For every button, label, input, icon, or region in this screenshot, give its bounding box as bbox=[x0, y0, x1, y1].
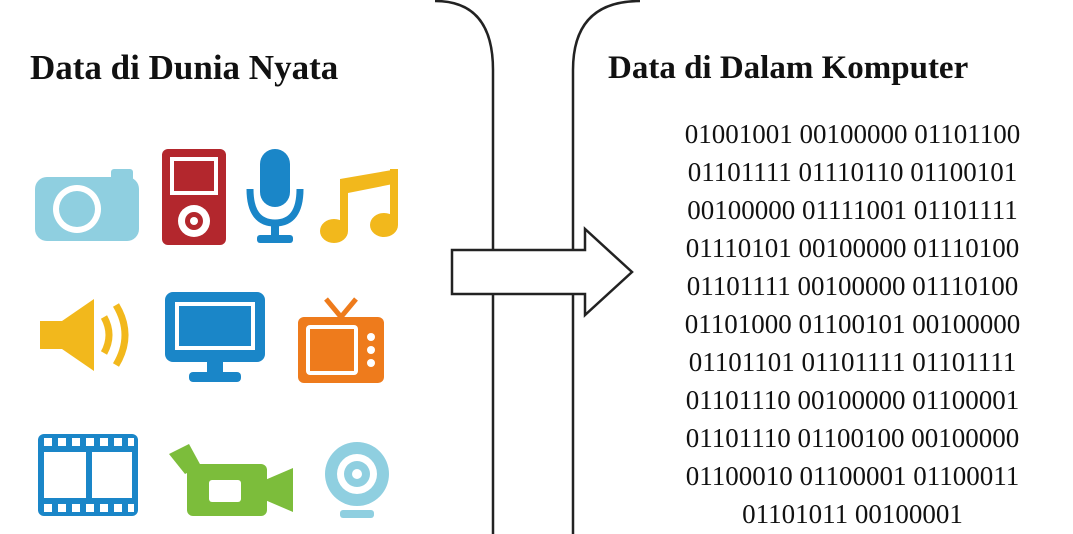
computer-title: Data di Dalam Komputer bbox=[608, 50, 969, 86]
binary-text: 01001001 00100000 01101100 01101111 01110… bbox=[640, 115, 1065, 533]
microphone-icon bbox=[246, 149, 304, 243]
film-strip-icon bbox=[38, 434, 138, 516]
television-icon bbox=[298, 297, 384, 383]
binary-line: 00100000 01111001 01101111 bbox=[687, 195, 1018, 225]
binary-line: 01101110 01100100 00100000 bbox=[685, 423, 1020, 453]
webcam-icon bbox=[325, 442, 389, 518]
video-camera-icon bbox=[169, 444, 293, 516]
binary-line: 01101110 00100000 01100001 bbox=[685, 385, 1020, 415]
binary-line: 01101111 01110110 01100101 bbox=[687, 157, 1018, 187]
music-note-icon bbox=[320, 169, 398, 243]
binary-line: 01101011 00100001 bbox=[742, 499, 963, 529]
real-world-panel bbox=[434, 0, 495, 534]
binary-line: 01101101 01101111 01101111 bbox=[688, 347, 1017, 377]
speaker-icon bbox=[40, 299, 129, 371]
real-world-title: Data di Dunia Nyata bbox=[30, 48, 339, 87]
arrow-icon bbox=[450, 226, 634, 318]
binary-line: 01110101 00100000 01110100 bbox=[685, 233, 1020, 263]
mp3-player-icon bbox=[162, 149, 226, 245]
binary-line: 01101000 01100101 00100000 bbox=[684, 309, 1021, 339]
computer-panel bbox=[571, 0, 641, 534]
binary-line: 01101111 00100000 01110100 bbox=[686, 271, 1019, 301]
monitor-icon bbox=[165, 292, 265, 382]
binary-line: 01100010 01100001 01100011 bbox=[685, 461, 1020, 491]
binary-line: 01001001 00100000 01101100 bbox=[684, 119, 1021, 149]
camera-icon bbox=[35, 169, 139, 241]
